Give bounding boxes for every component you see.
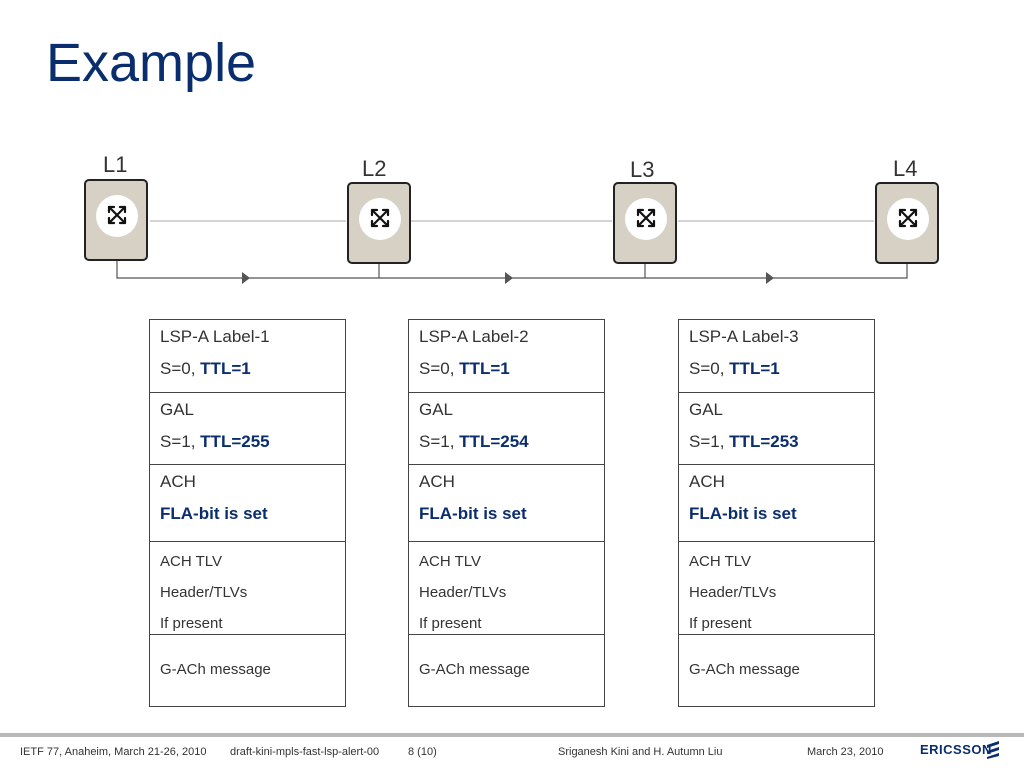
node-label-l1: L1	[103, 152, 128, 177]
ach-cell: ACH FLA-bit is set	[409, 465, 604, 542]
lsp-label-cell: LSP-A Label-2 S=0, TTL=1	[409, 320, 604, 393]
ach-tlv-text: ACH TLV	[689, 553, 751, 570]
packet-stack-3: LSP-A Label-3 S=0, TTL=1 GAL S=1, TTL=25…	[678, 319, 875, 707]
gach-message-text: G-ACh message	[419, 661, 530, 678]
router-icon	[107, 205, 127, 225]
ach-flag-text: FLA-bit is set	[160, 504, 268, 523]
ach-cell: ACH FLA-bit is set	[679, 465, 874, 542]
router-icon	[636, 208, 656, 228]
gal-cell: GAL S=1, TTL=254	[409, 393, 604, 465]
gal-text: GAL	[419, 400, 454, 419]
ach-text: ACH	[419, 472, 455, 491]
lsp-label-text: LSP-A Label-3	[689, 327, 799, 346]
slide-title: Example	[46, 33, 257, 93]
node-label-l2: L2	[362, 156, 387, 181]
tlv-present-text: If present	[689, 615, 752, 632]
topology-diagram	[116, 220, 912, 284]
ach-flag-text: FLA-bit is set	[419, 504, 527, 523]
gach-message-cell: G-ACh message	[409, 635, 604, 706]
ericsson-logo-text: ERICSSON	[920, 742, 992, 757]
footer-divider	[0, 733, 1024, 737]
ach-tlv-cell: ACH TLV Header/TLVs If present	[679, 542, 874, 635]
alert-path	[116, 250, 908, 279]
router-l3	[613, 182, 677, 264]
packet-stack-1: LSP-A Label-1 S=0, TTL=1 GAL S=1, TTL=25…	[149, 319, 346, 707]
lsp-ttl-value: TTL=1	[729, 359, 780, 378]
lsp-ttl-line: S=0, TTL=1	[689, 359, 780, 378]
gal-text: GAL	[689, 400, 724, 419]
lsp-ttl-value: TTL=1	[200, 359, 251, 378]
router-l2	[347, 182, 411, 264]
arrow-right-3	[766, 272, 774, 284]
packet-stack-2: LSP-A Label-2 S=0, TTL=1 GAL S=1, TTL=25…	[408, 319, 605, 707]
router-icon	[370, 208, 390, 228]
arrow-right-1	[242, 272, 250, 284]
gal-ttl-line: S=1, TTL=255	[160, 432, 270, 451]
gal-text: GAL	[160, 400, 195, 419]
footer-draft: draft-kini-mpls-fast-lsp-alert-00	[230, 746, 380, 758]
node-label-l4: L4	[893, 156, 918, 181]
lsp-label-cell: LSP-A Label-1 S=0, TTL=1	[150, 320, 345, 393]
tlv-present-text: If present	[419, 615, 482, 632]
arrow-right-2	[505, 272, 513, 284]
ach-cell: ACH FLA-bit is set	[150, 465, 345, 542]
gach-message-cell: G-ACh message	[150, 635, 345, 706]
footer-event: IETF 77, Anaheim, March 21-26, 2010	[20, 746, 207, 758]
lsp-label-cell: LSP-A Label-3 S=0, TTL=1	[679, 320, 874, 393]
gal-ttl-value: TTL=253	[729, 432, 799, 451]
footer-date: March 23, 2010	[807, 746, 884, 758]
ach-text: ACH	[689, 472, 725, 491]
gach-message-text: G-ACh message	[160, 661, 271, 678]
ach-flag-text: FLA-bit is set	[689, 504, 797, 523]
gal-ttl-value: TTL=254	[459, 432, 529, 451]
router-l1	[84, 179, 148, 261]
gal-ttl-line: S=1, TTL=253	[689, 432, 799, 451]
gal-ttl-line: S=1, TTL=254	[419, 432, 529, 451]
node-label-l3: L3	[630, 157, 655, 182]
ach-tlv-cell: ACH TLV Header/TLVs If present	[150, 542, 345, 635]
tlv-header-text: Header/TLVs	[160, 584, 248, 601]
tlv-header-text: Header/TLVs	[419, 584, 507, 601]
gal-ttl-value: TTL=255	[200, 432, 270, 451]
lsp-label-text: LSP-A Label-1	[160, 327, 270, 346]
gach-message-cell: G-ACh message	[679, 635, 874, 706]
gal-cell: GAL S=1, TTL=255	[150, 393, 345, 465]
tlv-header-text: Header/TLVs	[689, 584, 777, 601]
ach-tlv-cell: ACH TLV Header/TLVs If present	[409, 542, 604, 635]
ericsson-logo-icon	[987, 741, 999, 759]
tlv-present-text: If present	[160, 615, 223, 632]
router-icon	[898, 208, 918, 228]
lsp-ttl-value: TTL=1	[459, 359, 510, 378]
footer-page-number: 8 (10)	[408, 746, 437, 758]
router-l4	[875, 182, 939, 264]
footer-authors: Sriganesh Kini and H. Autumn Liu	[558, 746, 723, 758]
ach-text: ACH	[160, 472, 196, 491]
lsp-ttl-line: S=0, TTL=1	[160, 359, 251, 378]
gal-cell: GAL S=1, TTL=253	[679, 393, 874, 465]
lsp-ttl-line: S=0, TTL=1	[419, 359, 510, 378]
gach-message-text: G-ACh message	[689, 661, 800, 678]
ach-tlv-text: ACH TLV	[160, 553, 222, 570]
lsp-label-text: LSP-A Label-2	[419, 327, 529, 346]
ach-tlv-text: ACH TLV	[419, 553, 481, 570]
